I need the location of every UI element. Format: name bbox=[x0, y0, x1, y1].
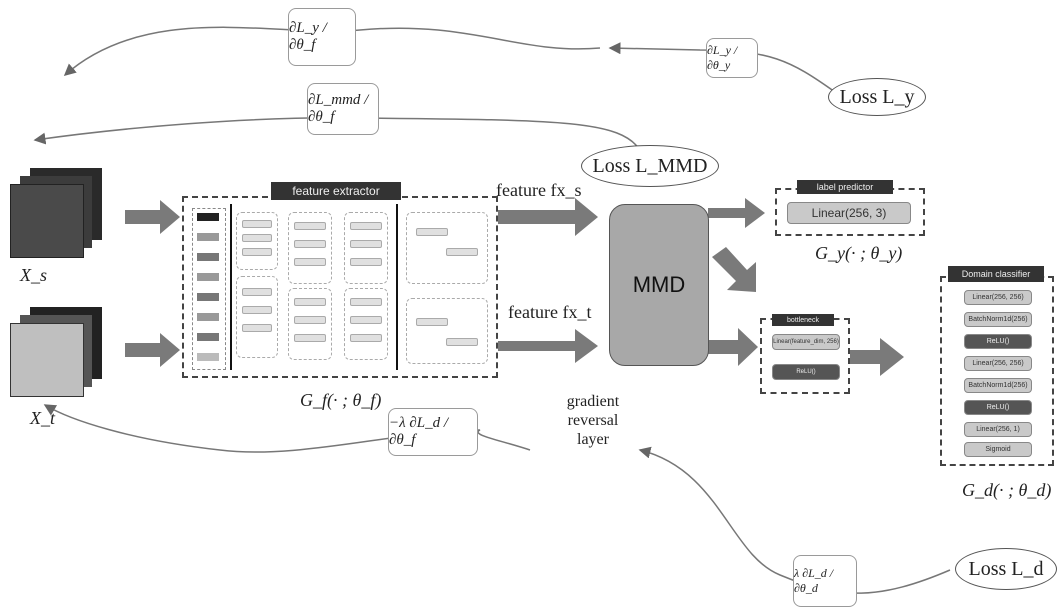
gradient-box-dly-dthetaf: ∂L_y / ∂θ_f bbox=[288, 8, 356, 66]
loss-d-ellipse: Loss L_d bbox=[955, 548, 1057, 590]
arrow-mmd-bottleneck bbox=[708, 328, 758, 366]
label-predictor-title: label predictor bbox=[797, 180, 893, 194]
bottleneck-title: bottleneck bbox=[772, 314, 834, 326]
gradient-box-dly-dthetay: ∂L_y / ∂θ_y bbox=[706, 38, 758, 78]
domain-classifier-title: Domain classifier bbox=[948, 266, 1044, 282]
feature-extractor-title: feature extractor bbox=[271, 182, 401, 200]
gradient-box-lambda-dthetad: λ ∂L_d / ∂θ_d bbox=[793, 555, 857, 607]
fe-stage-1 bbox=[236, 212, 278, 270]
fe-stage-6 bbox=[344, 288, 388, 360]
domain-layer-2: BatchNorm1d(256) bbox=[964, 312, 1032, 327]
feature-source-label: feature fx_s bbox=[496, 180, 582, 200]
loss-mmd-ellipse: Loss L_MMD bbox=[581, 145, 719, 187]
bottleneck-box: Linear(feature_dim, 256) ReLU() bbox=[760, 318, 850, 394]
gradient-box-neg-lambda: −λ ∂L_d / ∂θ_f bbox=[388, 408, 478, 456]
domain-layer-3: ReLU() bbox=[964, 334, 1032, 349]
fe-stage-4 bbox=[288, 288, 332, 360]
arrow-bottleneck-domain bbox=[845, 338, 904, 376]
gradient-curve-reverse bbox=[43, 404, 531, 453]
domain-classifier-box: Linear(256, 256) BatchNorm1d(256) ReLU()… bbox=[940, 276, 1054, 466]
arrow-mmd-diag bbox=[712, 247, 756, 292]
fe-stage-2 bbox=[236, 276, 278, 358]
bottleneck-layer-2: ReLU() bbox=[772, 364, 840, 380]
feature-extractor-box bbox=[182, 196, 498, 378]
domain-layer-6: ReLU() bbox=[964, 400, 1032, 415]
mmd-label: MMD bbox=[632, 272, 686, 297]
label-predictor-box: Linear(256, 3) bbox=[775, 188, 925, 236]
label-predictor-layer: Linear(256, 3) bbox=[787, 202, 911, 224]
arrow-xt-fe bbox=[125, 333, 180, 367]
domain-layer-7: Linear(256, 1) bbox=[964, 422, 1032, 437]
fe-stage-3 bbox=[288, 212, 332, 284]
source-images-stack bbox=[10, 168, 105, 258]
target-input-label: X_t bbox=[30, 408, 55, 428]
gradient-box-dlmmd-dthetaf: ∂L_mmd / ∂θ_f bbox=[307, 83, 379, 135]
domain-layer-5: BatchNorm1d(256) bbox=[964, 378, 1032, 393]
label-predictor-func: G_y(· ; θ_y) bbox=[815, 243, 903, 263]
bottleneck-layer-1: Linear(feature_dim, 256) bbox=[772, 334, 840, 350]
arrow-mmd-label bbox=[708, 198, 765, 228]
arrow-fe-mmd-top bbox=[497, 198, 598, 236]
feature-extractor-func: G_f(· ; θ_f) bbox=[300, 390, 382, 410]
fe-stage-7 bbox=[406, 212, 488, 284]
loss-y-ellipse: Loss L_y bbox=[828, 78, 926, 116]
mmd-block: MMD bbox=[609, 204, 709, 366]
domain-layer-4: Linear(256, 256) bbox=[964, 356, 1032, 371]
fe-input-column bbox=[192, 208, 226, 370]
target-images-stack bbox=[10, 307, 105, 397]
domain-layer-8: Sigmoid bbox=[964, 442, 1032, 457]
domain-classifier-func: G_d(· ; θ_d) bbox=[962, 480, 1052, 500]
fe-stage-5 bbox=[344, 212, 388, 284]
fe-stage-8 bbox=[406, 298, 488, 364]
gradient-curve-domain bbox=[638, 446, 951, 594]
source-input-label: X_s bbox=[20, 265, 47, 285]
arrow-xs-fe bbox=[125, 200, 180, 234]
arrow-fe-mmd-bottom bbox=[497, 329, 598, 363]
gradient-reversal-label: gradient reversal layer bbox=[566, 393, 620, 448]
feature-target-label: feature fx_t bbox=[508, 302, 592, 322]
domain-layer-1: Linear(256, 256) bbox=[964, 290, 1032, 305]
